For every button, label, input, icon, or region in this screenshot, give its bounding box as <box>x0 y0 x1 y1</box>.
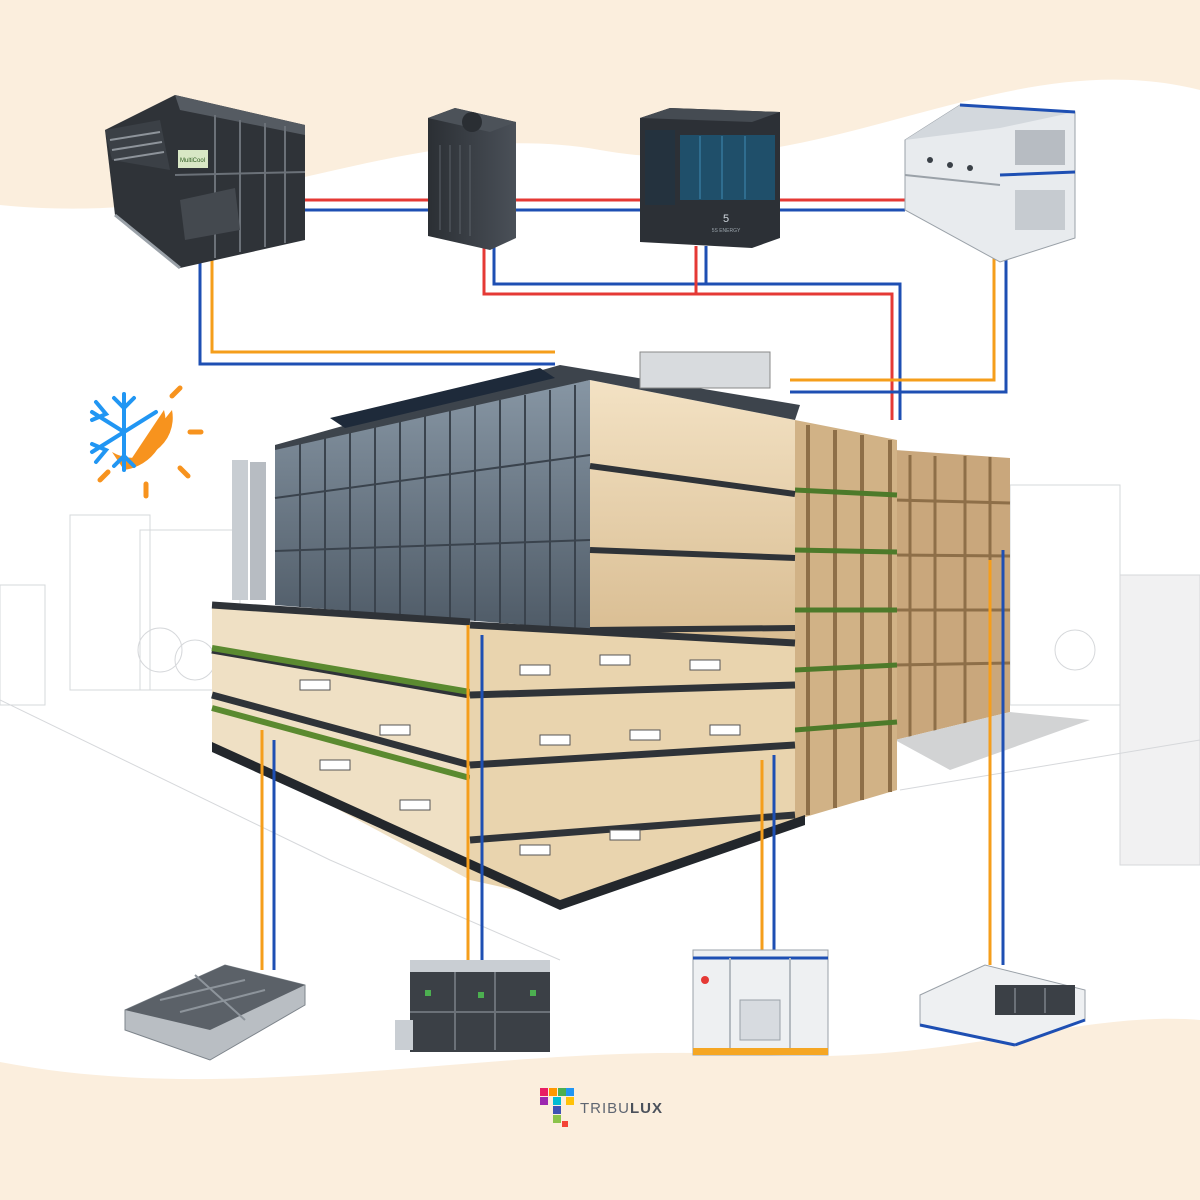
building-glass-facade <box>275 380 590 630</box>
snowflake-sun-icon <box>90 385 204 499</box>
building-base <box>212 742 805 910</box>
pipe-supply <box>482 246 894 420</box>
pipe-return <box>790 258 1008 394</box>
building-right-wing <box>895 450 1010 740</box>
bottom-cream-band <box>0 1018 1200 1200</box>
pipe-orange <box>210 258 555 354</box>
solar-panels <box>330 368 555 428</box>
ahu-unit-bottom-2 <box>395 960 550 1052</box>
ahu-unit-bottom-1 <box>124 964 306 1061</box>
heat-pump-unit: 5 5S ENERGY <box>640 108 780 248</box>
ahu-unit-bottom-4 <box>919 964 1086 1047</box>
heat-pump-brand: 5S ENERGY <box>712 228 741 234</box>
ahu-label: MultiCool <box>180 158 205 164</box>
pipes <box>198 198 1008 970</box>
tribulux-logo-icon <box>540 1088 574 1127</box>
building-wood-facade <box>795 420 897 820</box>
pipe-return <box>198 258 555 366</box>
roof-equipment <box>639 351 771 389</box>
ahu-unit-top-left: MultiCool <box>105 95 306 270</box>
ahu-unit-top-right <box>904 103 1076 263</box>
condenser-unit-small <box>428 108 516 250</box>
ahu-unit-bottom-3 <box>692 949 829 1056</box>
chimney <box>232 460 248 600</box>
heat-pump-logo: 5 <box>723 213 729 225</box>
chimney <box>250 462 266 600</box>
office-building <box>211 351 1090 910</box>
brand-prefix: TRIBU <box>580 1099 630 1117</box>
brand-logo: TRIBULUX <box>540 1088 663 1128</box>
brand-name: TRIBULUX <box>580 1100 663 1117</box>
building-upper-interior <box>590 380 795 640</box>
brand-suffix: LUX <box>630 1099 663 1117</box>
pipe-orange <box>790 258 996 382</box>
